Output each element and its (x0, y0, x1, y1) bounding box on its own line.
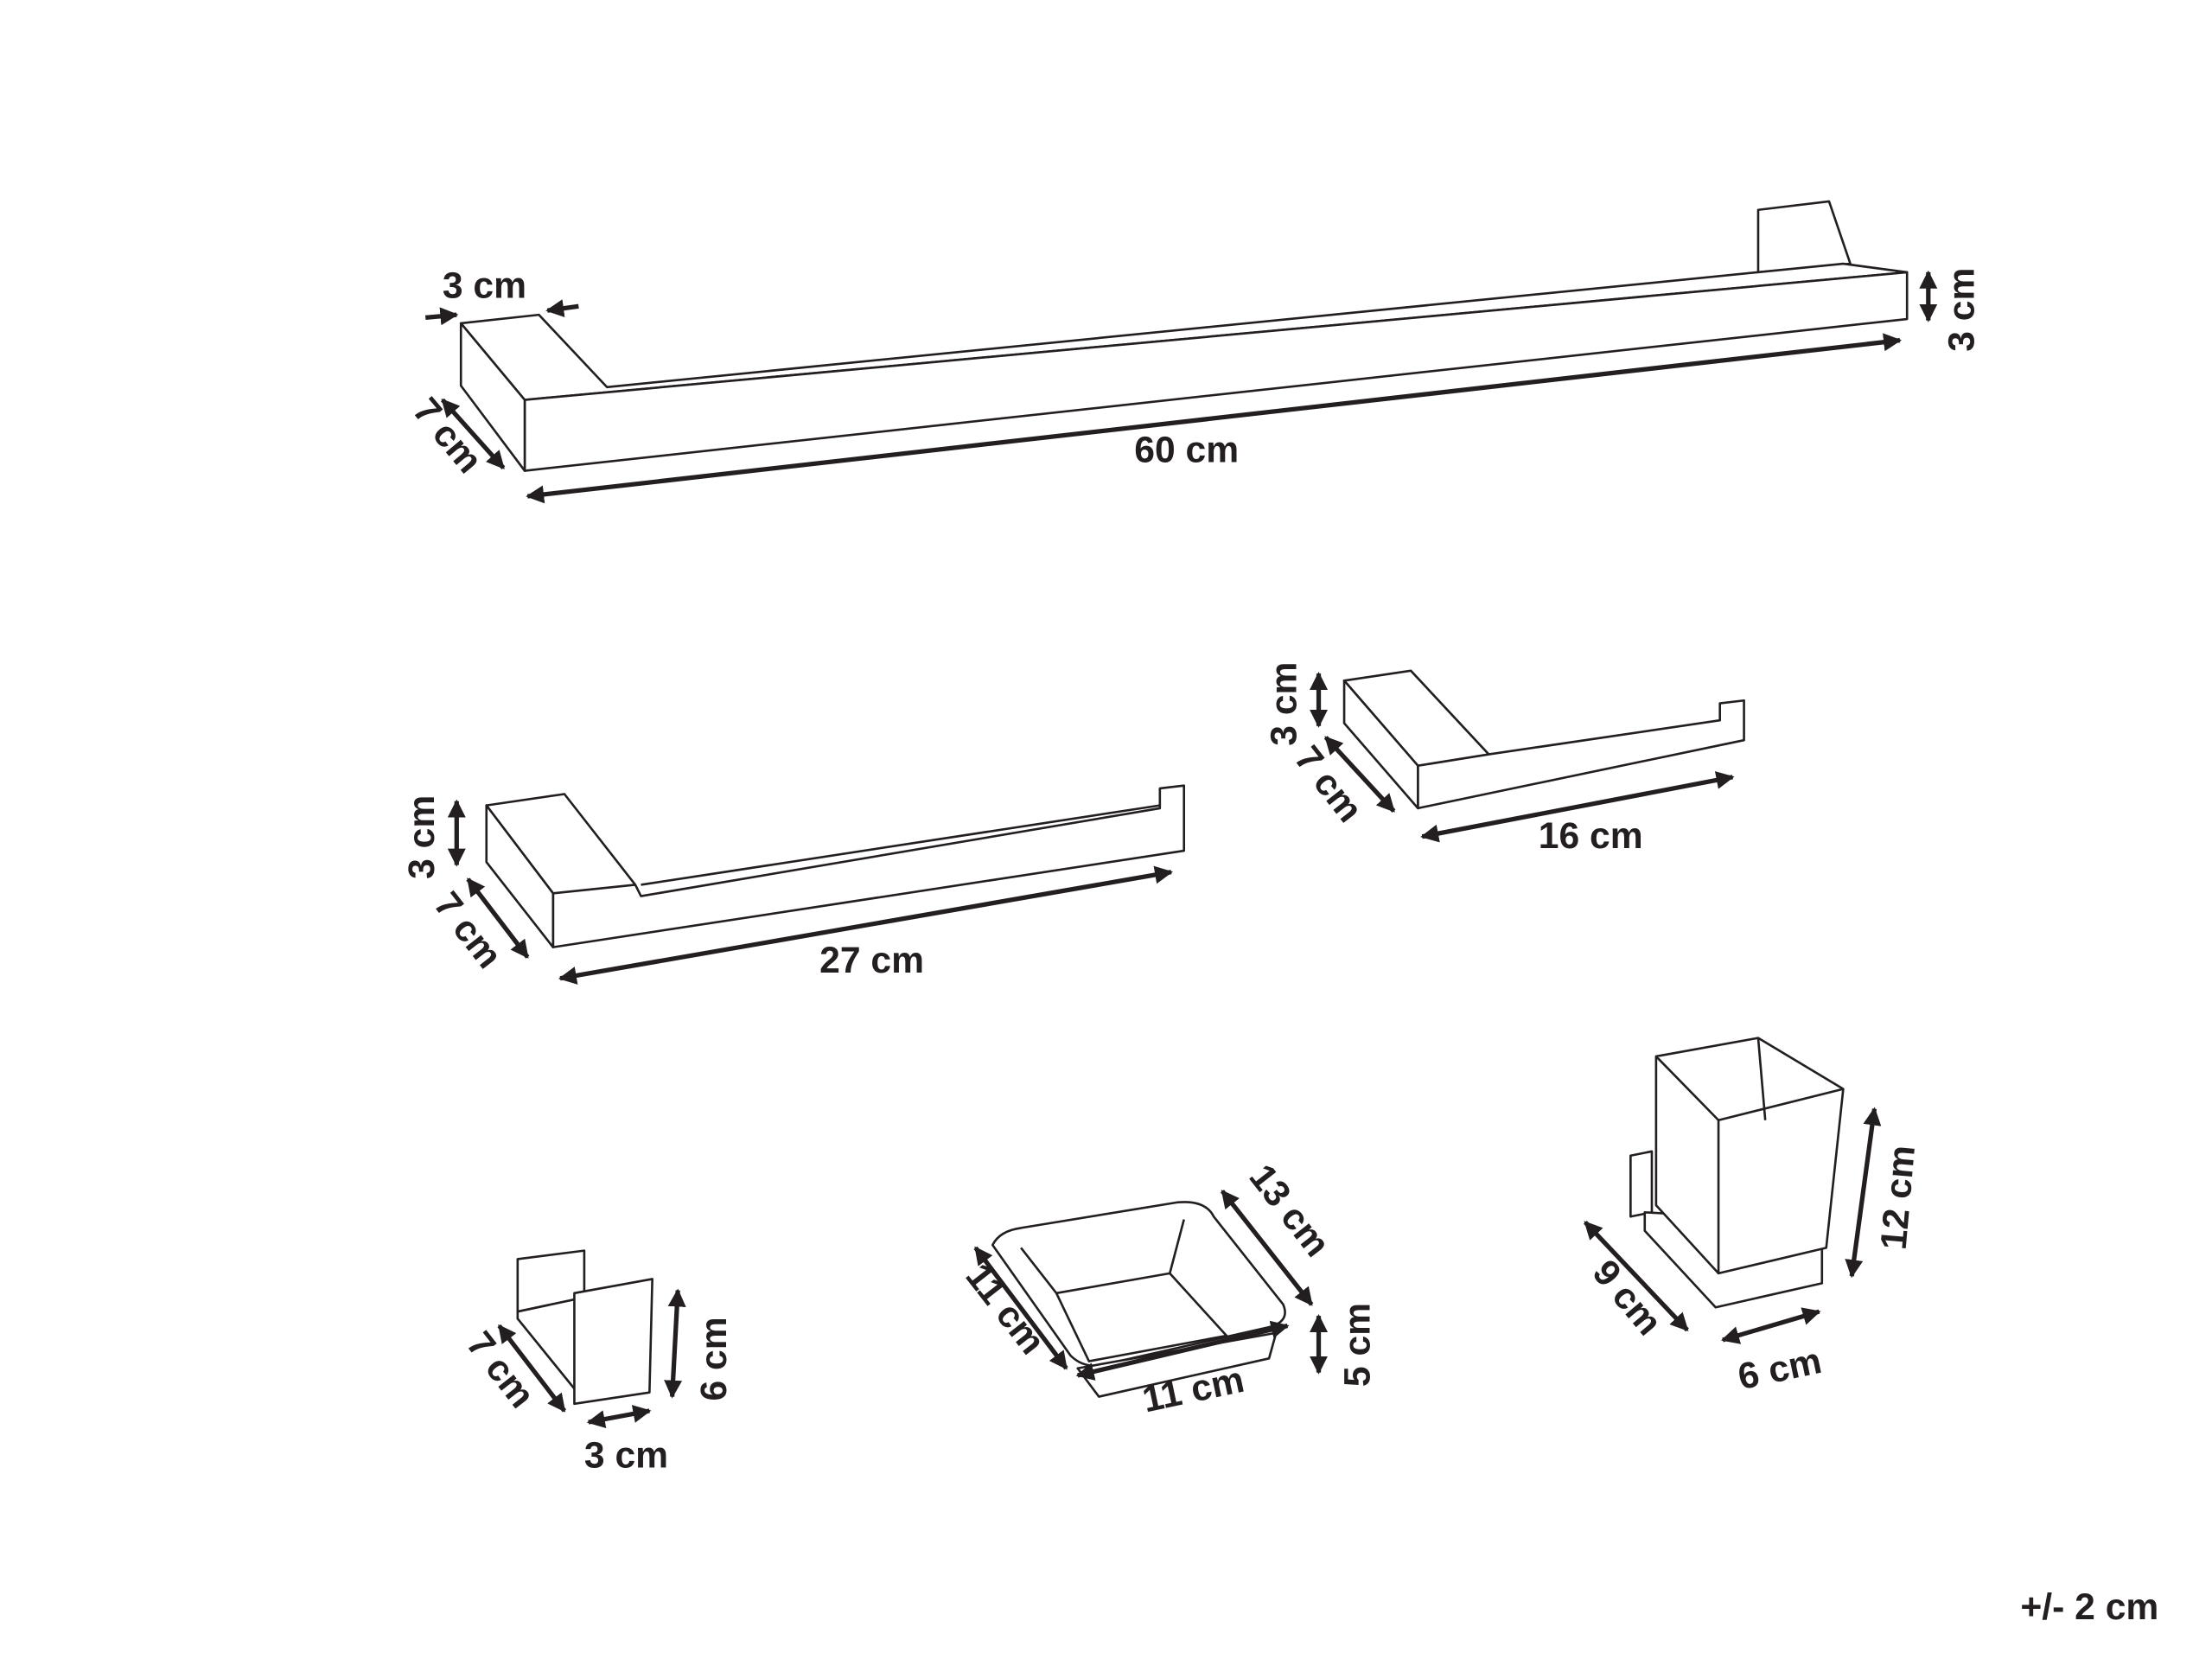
arrow-soap-dish-depth (1220, 1190, 1314, 1306)
arrow-soap-dish-left (973, 1246, 1068, 1370)
label-paper-holder-width: 16 cm (1539, 815, 1643, 857)
tolerance-note: +/- 2 cm (2020, 1586, 2158, 1628)
label-hook-width: 3 cm (584, 1435, 668, 1477)
arrow-soap-dish-front (1075, 1320, 1290, 1381)
arrow-tumbler-height (1845, 1107, 1882, 1279)
label-hook-depth: 7 cm (458, 1324, 543, 1415)
label-towel-holder-depth: 7 cm (426, 884, 511, 976)
label-towel-bar-height: 3 cm (1941, 268, 1982, 352)
label-paper-holder-height: 3 cm (1263, 662, 1304, 746)
label-soap-dish-depth: 13 cm (1241, 1157, 1338, 1265)
arrow-hook-width (586, 1405, 652, 1428)
arrow-hook-depth (497, 1324, 567, 1413)
label-towel-bar-bar: 3 cm (443, 265, 526, 306)
arrow-towel-bar-bar (424, 307, 459, 326)
arrow-tumbler-depth (1583, 1221, 1689, 1332)
label-tumbler-width: 6 cm (1734, 1340, 1825, 1398)
towel-holder-drawing (485, 784, 1186, 948)
arrow-towel-bar-width (526, 333, 1903, 504)
arrow-hook-height (664, 1288, 686, 1399)
arrow-paper-holder-depth (1323, 736, 1396, 813)
soap-dish-drawing (991, 1201, 1286, 1398)
tumbler-drawing (1629, 1037, 1845, 1309)
arrow-paper-holder-width (1420, 771, 1735, 843)
hook-drawing (516, 1249, 653, 1406)
label-soap-dish-height: 5 cm (1337, 1303, 1379, 1387)
label-hook-height: 6 cm (693, 1317, 735, 1401)
label-towel-holder-height: 3 cm (401, 795, 443, 879)
label-towel-bar-width: 60 cm (1134, 430, 1239, 471)
arrow-towel-holder-width (558, 865, 1174, 985)
arrow-towel-bar-depth (440, 398, 506, 470)
arrow-towel-holder-depth (466, 877, 530, 959)
label-paper-holder-depth: 7 cm (1286, 738, 1371, 830)
arrow-tumbler-width (1720, 1307, 1821, 1344)
arrow-towel-bar-bar-2 (545, 299, 579, 318)
label-towel-holder-width: 27 cm (819, 940, 924, 981)
label-tumbler-height: 12 cm (1873, 1144, 1923, 1252)
